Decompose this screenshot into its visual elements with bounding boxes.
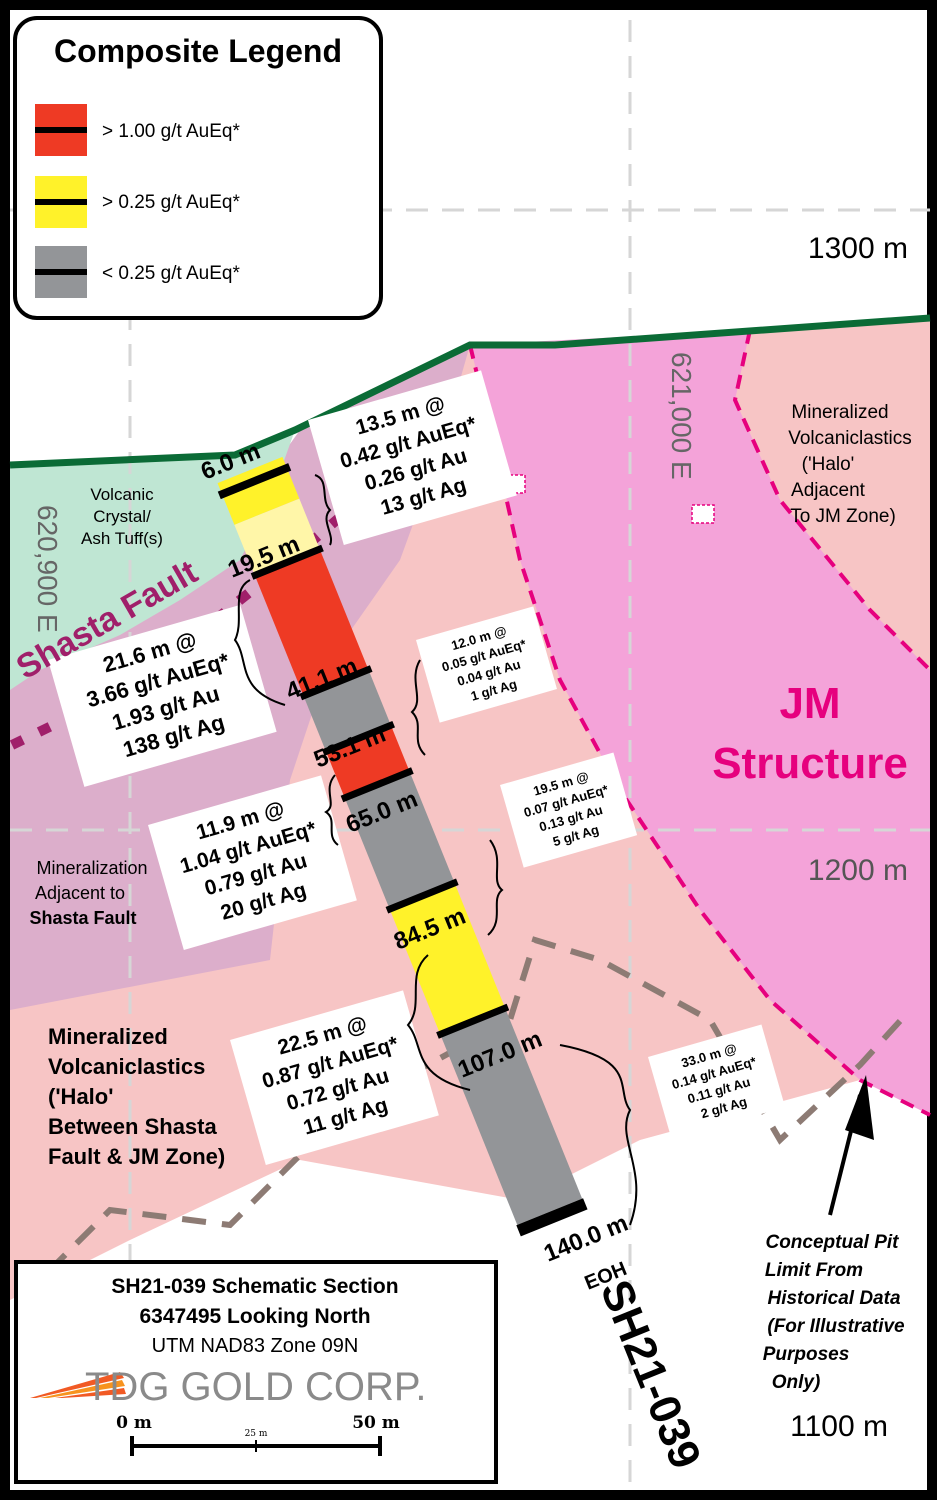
title-line-3: UTM NAD83 Zone 09N [152,1335,359,1357]
company-logo: TDG GOLD CORP. [30,1365,427,1409]
elevation-1200: 1200 m [808,854,908,887]
legend: Composite Legend > 1.00 g/t AuEq* > 0.25… [13,16,383,320]
company-name: TDG GOLD CORP. [85,1365,427,1409]
unit-text: ('Halo' [802,454,855,475]
pit-note: Conceptual Pit Limit From Historical Dat… [763,1232,905,1393]
unit-text: Adjacent to [35,883,125,903]
unit-text: Shasta Fault [29,908,136,928]
halo-between-label: Mineralized Volcaniclastics ('Halo' Betw… [48,1024,225,1169]
marker-square-b [691,504,715,524]
unit-text: Between Shasta [48,1114,217,1139]
title-line-2: 6347495 Looking North [139,1305,370,1328]
jm-outline-east [732,329,932,672]
legend-title: Composite Legend [54,33,342,69]
title-line-1: SH21-039 Schematic Section [111,1275,398,1298]
unit-text: Structure [712,739,908,788]
title-block: SH21-039 Schematic Section 6347495 Looki… [14,1260,498,1484]
legend-item-low: < 0.25 g/t AuEq* [35,246,240,298]
legend-item-mid: > 0.25 g/t AuEq* [35,176,240,228]
unit-text: Mineralized [48,1024,168,1049]
legend-label: > 0.25 g/t AuEq* [102,192,240,213]
easting-621000: 621,000 E [666,352,697,480]
pit-note-text: Purposes [763,1344,850,1365]
interval-box-7: 33.0 m @ 0.14 g/t AuEq* 0.11 g/t Au 2 g/… [648,1024,786,1140]
pit-note-text: Limit From [765,1260,863,1281]
legend-label: < 0.25 g/t AuEq* [102,263,240,284]
pit-note-text: (For Illustrative [767,1316,905,1337]
interval-box-2: 21.6 m @ 3.66 g/t AuEq* 1.93 g/t Au 138 … [48,604,277,787]
unit-text: Volcaniclastics [48,1054,205,1079]
drill-hole [217,456,588,1237]
unit-text: Volcanic [90,485,154,504]
unit-text: JM [779,679,840,728]
interval-box-5: 19.5 m @ 0.07 g/t AuEq* 0.13 g/t Au 5 g/… [500,752,638,868]
pit-note-text: Conceptual Pit [765,1232,899,1253]
adj-shasta-label: Mineralization Adjacent to Shasta Fault [29,858,147,928]
interval-braces [233,474,638,1226]
segment-65-84 [344,772,455,910]
pit-arrow [828,1075,874,1216]
unit-text: Ash Tuff(s) [81,529,163,548]
eoh-bar [516,1198,588,1237]
unit-text: Mineralization [36,858,147,878]
halo-jm-zone [745,318,930,680]
unit-text: To JM Zone) [790,506,896,527]
elevation-labels: 1300 m 1200 m 1100 m [790,232,908,1443]
scale-0: 0 m [116,1413,152,1433]
segment-107-140 [440,1008,583,1225]
jm-structure-label: JM Structure [712,679,908,788]
unit-text: Mineralized [791,402,888,423]
halo-jm-label: Mineralized Volcaniclastics ('Halo' Adja… [788,402,912,527]
unit-text: Volcaniclastics [788,428,912,449]
unit-text: ('Halo' [48,1084,113,1109]
pit-limit-line [17,936,913,1303]
pit-note-text: Only) [772,1372,821,1393]
unit-text: Crystal/ [93,507,151,526]
unit-text: Adjacent [791,480,866,501]
easting-620900: 620,900 E [32,505,63,633]
unit-text: Fault & JM Zone) [48,1144,225,1169]
legend-label: > 1.00 g/t AuEq* [102,121,240,142]
segment-84-107 [389,883,506,1035]
scale-25: 25 m [245,1429,268,1439]
interval-box-6: 22.5 m @ 0.87 g/t AuEq* 0.72 g/t Au 11 g… [230,990,439,1165]
elevation-1100: 1100 m [790,1410,888,1443]
tuff-label: Volcanic Crystal/ Ash Tuff(s) [81,485,163,548]
interval-box-4: 11.9 m @ 1.04 g/t AuEq* 0.79 g/t Au 20 g… [148,775,357,950]
interval-box-3: 12.0 m @ 0.05 g/t AuEq* 0.04 g/t Au 1 g/… [416,606,557,723]
scale-bar: 0 m 25 m 50 m [116,1413,400,1456]
elevation-1300: 1300 m [808,232,908,265]
pit-note-text: Historical Data [767,1288,900,1309]
scale-50: 50 m [352,1413,400,1433]
jm-structure-zone [470,330,930,1115]
legend-item-high: > 1.00 g/t AuEq* [35,104,240,156]
topography-line [9,314,931,469]
segment-19-41 [255,549,369,697]
